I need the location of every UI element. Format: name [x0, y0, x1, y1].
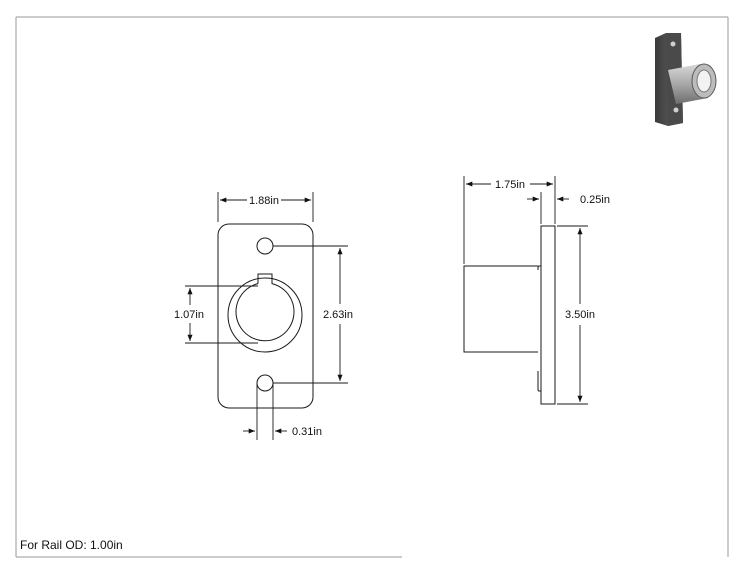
side-dimensions — [463, 176, 588, 405]
rail-od-note: For Rail OD: 1.00in — [20, 538, 123, 552]
side-view — [463, 225, 556, 405]
dim-side-depth: 1.75in — [495, 179, 525, 191]
mounting-hole-bottom — [256, 374, 274, 392]
dim-hole-spacing: 2.63in — [323, 309, 353, 321]
dim-hole-diameter: 0.31in — [292, 426, 322, 438]
side-fillet-bottom — [537, 371, 541, 392]
front-view — [217, 223, 314, 409]
bore-outer — [227, 277, 303, 353]
side-tube-outline — [463, 265, 538, 353]
side-plate-outline — [540, 225, 556, 405]
dim-front-width: 1.88in — [249, 195, 279, 207]
side-fillet-top — [537, 265, 541, 270]
dim-plate-thickness: 0.25in — [580, 194, 610, 206]
mounting-hole-top — [256, 237, 274, 255]
flange-fitting-3d-icon — [655, 33, 717, 126]
dim-bore-diameter: 1.07in — [174, 309, 204, 321]
front-dimensions — [185, 192, 348, 440]
front-plate-outline — [217, 223, 314, 409]
dim-plate-height: 3.50in — [565, 309, 595, 321]
sheet-frame — [15, 16, 729, 558]
bore-inner-keyway — [235, 273, 295, 342]
